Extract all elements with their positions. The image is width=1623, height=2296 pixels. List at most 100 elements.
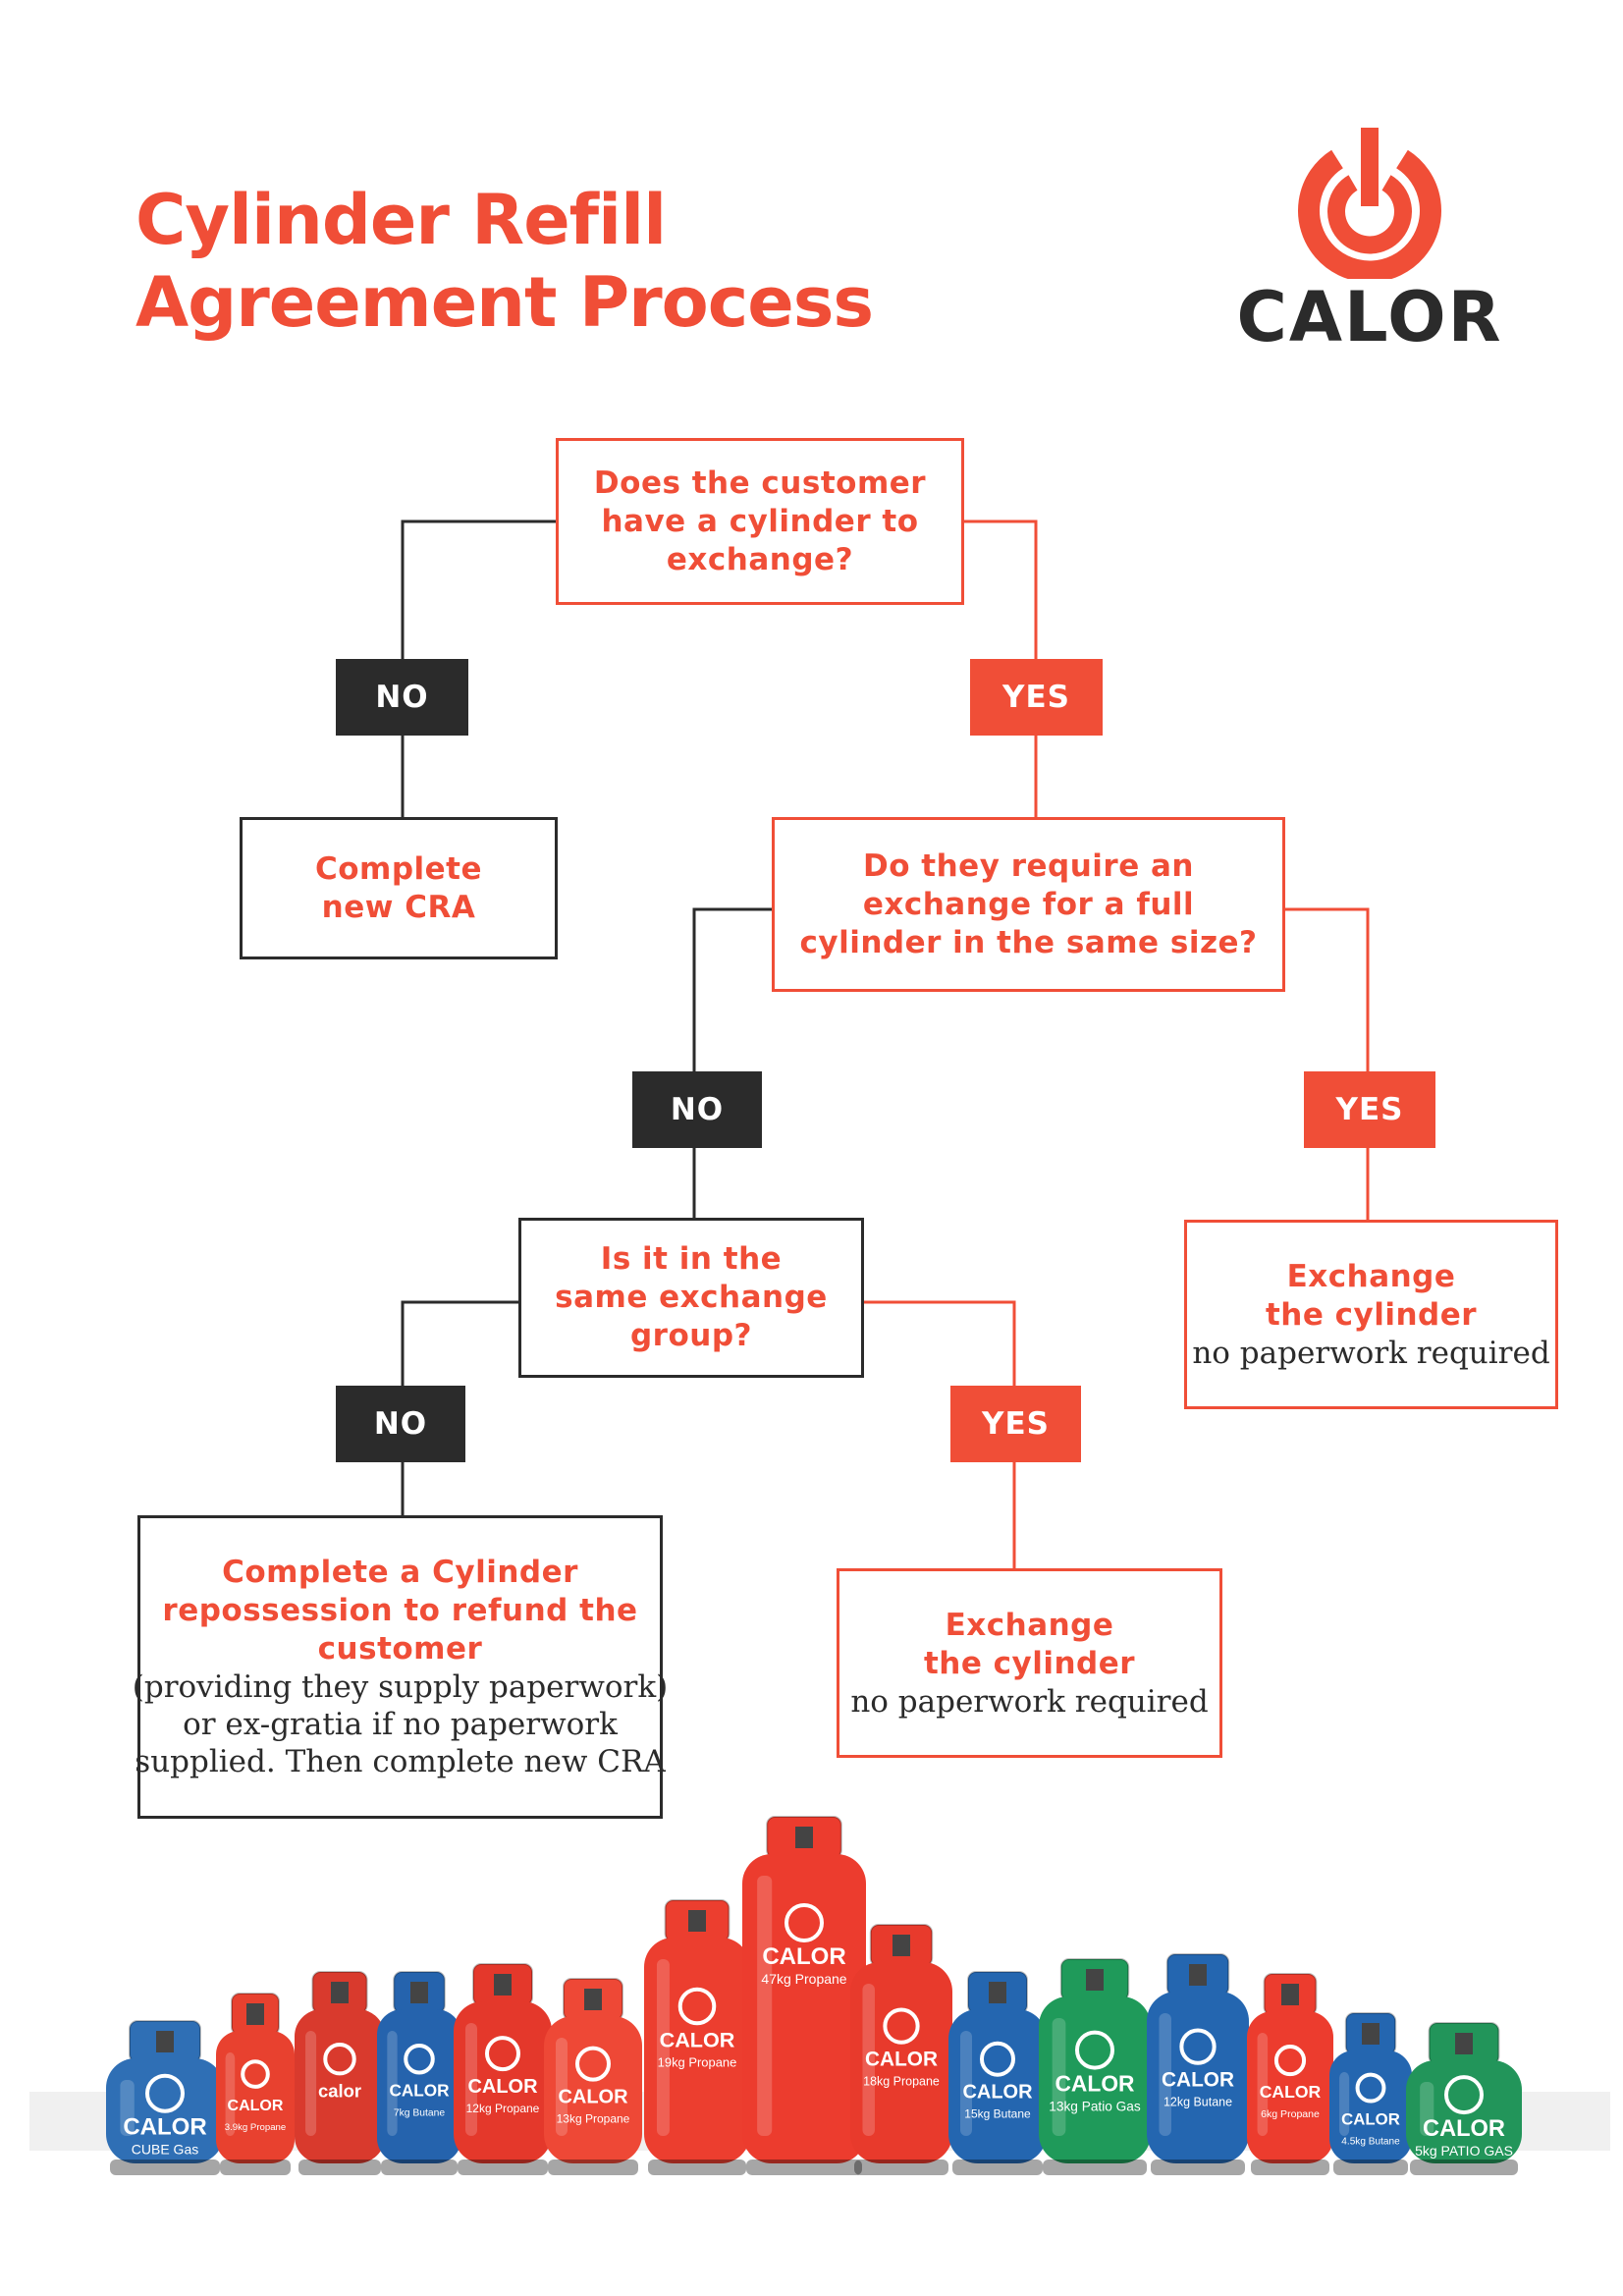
question-line: exchange for a full: [862, 886, 1195, 922]
calor-logo-icon: [980, 2041, 1015, 2077]
tag-yes: YES: [970, 659, 1103, 736]
question-line: Does the customer: [593, 465, 927, 501]
cylinder-foot: [381, 2159, 458, 2175]
connector-q2-no: [692, 907, 772, 1071]
cylinder-label: 15kg Butane: [964, 2107, 1031, 2121]
action-line: Complete: [314, 850, 483, 887]
action-exchange-cylinder: Exchange the cylinder no paperwork requi…: [1184, 1220, 1558, 1409]
title-line-1: Cylinder Refill: [135, 180, 667, 260]
cylinder-highlight: [120, 2080, 135, 2136]
cylinder-label: 13kg Propane: [557, 2112, 630, 2126]
cylinder-valve: [1362, 2023, 1380, 2045]
cylinder-highlight: [757, 1876, 773, 2136]
cylinder-brand: calor: [318, 2080, 361, 2101]
cylinder-highlight: [1339, 2072, 1350, 2136]
cylinder-valve: [246, 2003, 264, 2025]
cylinder-brand: CALOR: [762, 1943, 845, 1970]
gas-cylinder: CALOR 13kg Patio Gas: [1039, 1958, 1151, 2175]
calor-logo-icon: [485, 2036, 520, 2072]
gas-cylinder: CALOR 13kg Propane: [544, 1978, 642, 2175]
cylinder-body: [948, 2009, 1047, 2163]
cylinder-foot: [1151, 2159, 1245, 2175]
logo-wordmark: CALOR: [1236, 277, 1503, 357]
cylinder-highlight: [305, 2031, 317, 2136]
cylinder-body: [644, 1938, 750, 2163]
question-line: group?: [629, 1318, 752, 1353]
cylinder-highlight: [1257, 2033, 1269, 2136]
cylinder-highlight: [656, 1959, 670, 2136]
cylinder-highlight: [225, 2052, 236, 2136]
cylinder-label: 7kg Butane: [394, 2107, 445, 2118]
cylinder-valve: [1455, 2033, 1473, 2054]
action-line: new CRA: [321, 889, 476, 925]
question-line: exchange?: [666, 541, 854, 577]
action-line: Exchange: [945, 1607, 1114, 1643]
action-line: the cylinder: [923, 1645, 1136, 1681]
cylinder-body: [1329, 2050, 1412, 2163]
cylinder-valve: [688, 1910, 706, 1932]
connector-q3-yes: [864, 1300, 1016, 1386]
cylinder-foot: [1333, 2159, 1408, 2175]
calor-logo-icon: [145, 2073, 185, 2113]
cylinder-foot: [298, 2159, 381, 2175]
cylinder-body: [1039, 1996, 1151, 2163]
cylinder-highlight: [862, 1984, 875, 2136]
cylinder-label: 13kg Patio Gas: [1049, 2100, 1141, 2114]
cylinder-highlight: [556, 2038, 568, 2136]
cylinder-brand: CALOR: [467, 2076, 538, 2098]
cylinder-body: [1147, 1992, 1249, 2163]
calor-logo-icon: [1355, 2072, 1386, 2104]
cylinder-body: [295, 2009, 385, 2163]
cylinder-valve: [584, 1989, 602, 2010]
cylinder-body: [742, 1854, 866, 2163]
cylinder-brand: CALOR: [865, 2049, 938, 2071]
calor-logo-icon: [883, 2007, 920, 2045]
cylinder-label: 18kg Propane: [863, 2075, 940, 2089]
action-note: or ex-gratia if no paperwork: [183, 1707, 618, 1742]
gas-cylinder: calor: [295, 1971, 385, 2175]
action-line: Complete a Cylinder: [222, 1555, 578, 1590]
title-line-2: Agreement Process: [135, 262, 874, 343]
cylinder-brand: CALOR: [1055, 2071, 1134, 2097]
question-line: Is it in the: [600, 1241, 783, 1277]
action-complete-new-cra: Complete new CRA: [240, 817, 558, 959]
cylinder-valve: [494, 1974, 512, 1995]
cylinder-brand: CALOR: [558, 2087, 628, 2108]
cylinder-label: 6kg Propane: [1261, 2108, 1320, 2120]
gas-cylinder: CALOR 12kg Propane: [454, 1963, 552, 2175]
cylinder-highlight: [960, 2031, 972, 2136]
gas-cylinder: CALOR 6kg Propane: [1247, 1973, 1333, 2175]
cylinder-valve: [795, 1827, 813, 1848]
question-same-size: Do they require an exchange for a full c…: [772, 817, 1285, 992]
action-note: no paperwork required: [850, 1683, 1209, 1720]
cylinder-highlight: [1052, 2018, 1066, 2136]
calor-logo-icon: [575, 2046, 611, 2082]
action-line: repossession to refund the: [162, 1593, 638, 1628]
cylinder-brand: CALOR: [1260, 2082, 1322, 2102]
cylinder-foot: [1251, 2159, 1329, 2175]
cylinder-body: [216, 2031, 295, 2163]
calor-logo-icon: [1444, 2075, 1484, 2115]
cylinder-label: 12kg Propane: [466, 2102, 540, 2115]
action-exchange-cylinder: Exchange the cylinder no paperwork requi…: [837, 1568, 1222, 1758]
action-line: Exchange: [1286, 1258, 1456, 1294]
calor-logo-icon: [784, 1903, 824, 1942]
cylinder-foot: [648, 2159, 746, 2175]
cylinder-label: 4.5kg Butane: [1341, 2137, 1400, 2148]
cylinder-highlight: [465, 2023, 477, 2136]
tag-no: NO: [632, 1071, 762, 1148]
cylinder-brand: CALOR: [123, 2114, 206, 2141]
cylinder-valve: [331, 1982, 349, 2003]
calor-logo-icon: [1179, 2028, 1217, 2065]
cylinder-body: [544, 2016, 642, 2163]
action-note: no paperwork required: [1192, 1335, 1550, 1371]
question-line: same exchange: [555, 1280, 828, 1315]
action-note: (providing they supply paperwork): [132, 1669, 669, 1705]
cylinder-valve: [893, 1935, 910, 1956]
